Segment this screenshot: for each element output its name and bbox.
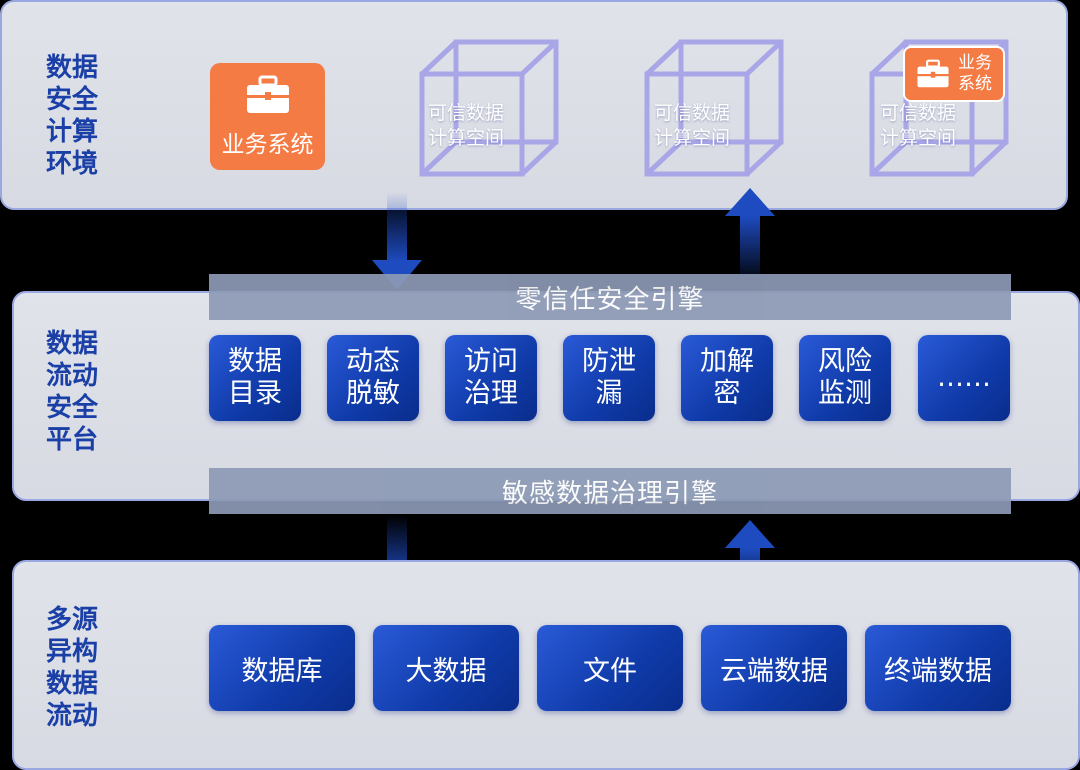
- business-system-card[interactable]: 业务系统: [210, 63, 325, 170]
- module-data-catalog[interactable]: 数据 目录: [209, 335, 301, 421]
- trusted-space-label-2: 可信数据 计算空间: [654, 102, 731, 149]
- source-cloud-data[interactable]: 云端数据: [701, 625, 847, 711]
- source-database[interactable]: 数据库: [209, 625, 355, 711]
- briefcase-icon: [917, 59, 949, 88]
- trusted-space-label-1: 可信数据 计算空间: [428, 102, 505, 149]
- zero-trust-engine-bar: 零信任安全引擎: [209, 274, 1011, 320]
- compute-environment-label: 数据 安全 计算 环境: [45, 53, 98, 179]
- trusted-space-label-3: 可信数据 计算空间: [880, 102, 957, 149]
- module-encryption[interactable]: 加解 密: [681, 335, 773, 421]
- source-files[interactable]: 文件: [537, 625, 683, 711]
- business-system-badge[interactable]: 业务 系统: [903, 46, 1005, 102]
- trusted-space-cube-2: [644, 39, 784, 177]
- business-badge-label: 业务 系统: [958, 53, 992, 94]
- trusted-space-cube-1: [419, 39, 559, 177]
- multi-source-data-label: 多源 异构 数据 流动: [45, 605, 98, 731]
- module-dynamic-masking[interactable]: 动态 脱敏: [327, 335, 419, 421]
- source-big-data[interactable]: 大数据: [373, 625, 519, 711]
- module-risk-monitoring[interactable]: 风险 监测: [799, 335, 891, 421]
- briefcase-icon: [246, 75, 289, 113]
- data-flow-platform-panel: [12, 291, 1080, 501]
- data-flow-platform-label: 数据 流动 安全 平台: [45, 329, 98, 455]
- module-leak-prevention[interactable]: 防泄 漏: [563, 335, 655, 421]
- module-more[interactable]: ……: [918, 335, 1010, 421]
- source-endpoint-data[interactable]: 终端数据: [865, 625, 1011, 711]
- module-access-governance[interactable]: 访问 治理: [445, 335, 537, 421]
- sensitive-data-engine-bar: 敏感数据治理引擎: [209, 468, 1011, 514]
- up-arrow-icon: [725, 188, 775, 278]
- business-system-label: 业务系统: [221, 131, 314, 158]
